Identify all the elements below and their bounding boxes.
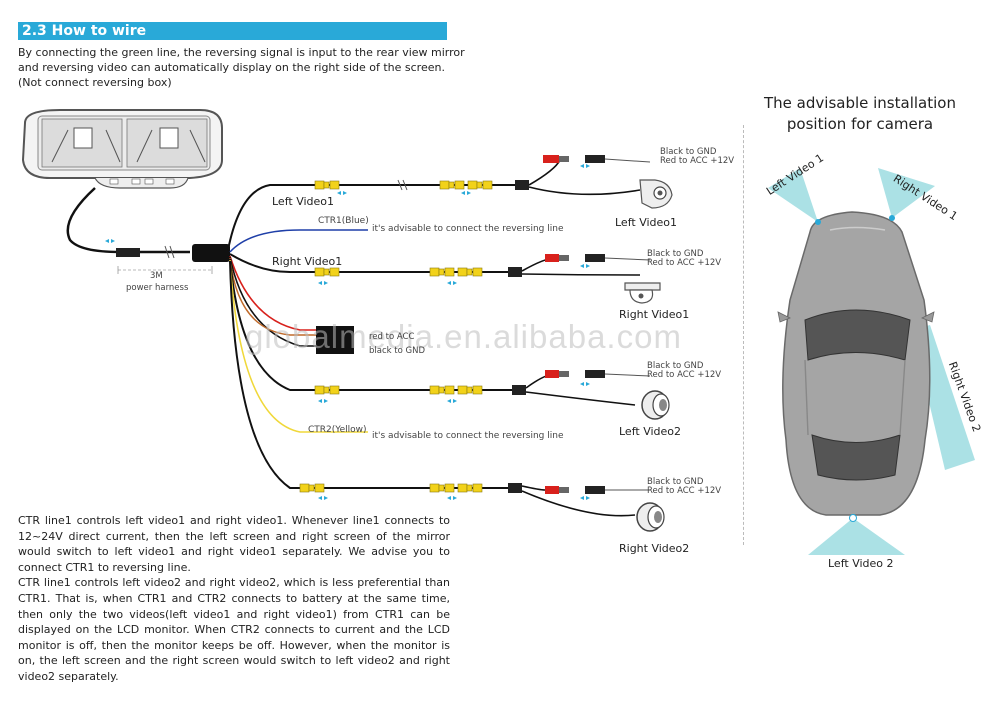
video-line-row xyxy=(314,155,651,196)
explanation-paragraph: CTR line1 controls left video1 and right… xyxy=(18,514,450,574)
video-line-row xyxy=(314,254,651,285)
ctr2-note: it's advisable to connect the reversing … xyxy=(372,431,564,441)
camera-left-video1 xyxy=(639,179,673,209)
black-to-gnd: Black to GND xyxy=(647,249,704,259)
harness-length: 3M xyxy=(150,271,163,281)
installation-title-line: The advisable installation xyxy=(764,94,956,112)
camera-label-left-video1: Left Video1 xyxy=(615,216,678,229)
installation-title: The advisable installation position for … xyxy=(760,93,960,135)
camera-label-right-video2: Right Video2 xyxy=(619,542,690,555)
intro-line: (Not connect reversing box) xyxy=(18,76,172,89)
red-to-acc: Red to ACC +12V xyxy=(647,258,722,268)
right-video1-wire-label: Right Video1 xyxy=(272,255,343,268)
explanation-text: CTR line1 controls left video1 and right… xyxy=(18,513,450,685)
rear-view-mirror xyxy=(21,109,223,189)
black-to-gnd: Black to GND xyxy=(647,361,704,371)
camera-label-right-video1: Right Video1 xyxy=(619,308,690,321)
explanation-paragraph: CTR line1 controls left video2 and right… xyxy=(18,576,450,683)
red-to-acc: Red to ACC +12V xyxy=(660,156,735,166)
harness-label: power harness xyxy=(126,283,189,293)
ctr1-label: CTR1(Blue) xyxy=(318,216,369,226)
red-to-acc-label: red to ACC xyxy=(369,332,415,342)
camera-left-video2 xyxy=(641,390,670,420)
left-video1-wire-label: Left Video1 xyxy=(272,195,335,208)
section-header: 2.3 How to wire xyxy=(18,22,447,40)
black-to-gnd: Black to GND xyxy=(660,147,717,157)
video-line-row xyxy=(299,483,650,517)
intro-line: and reversing video can automatically di… xyxy=(18,61,445,74)
camera-right-video1 xyxy=(624,282,661,304)
video-line-row xyxy=(314,370,651,406)
ctr1-note: it's advisable to connect the reversing … xyxy=(372,224,564,234)
installation-title-line: position for camera xyxy=(786,115,934,133)
intro-line: By connecting the green line, the revers… xyxy=(18,46,465,59)
black-to-gnd-label: black to GND xyxy=(369,346,425,356)
ctr2-label: CTR2(Yellow) xyxy=(308,425,367,435)
black-to-gnd: Black to GND xyxy=(647,477,704,487)
intro-text: By connecting the green line, the revers… xyxy=(18,45,465,90)
divider xyxy=(743,125,744,545)
watermark: globalmedia.en.alibaba.com xyxy=(245,318,682,355)
camera-label-left-video2: Left Video2 xyxy=(619,425,682,438)
car-label-left-video2: Left Video 2 xyxy=(828,557,894,570)
red-to-acc: Red to ACC +12V xyxy=(647,370,722,380)
car-top-view xyxy=(768,168,975,555)
camera-right-video2 xyxy=(636,502,665,532)
red-to-acc: Red to ACC +12V xyxy=(647,486,722,496)
